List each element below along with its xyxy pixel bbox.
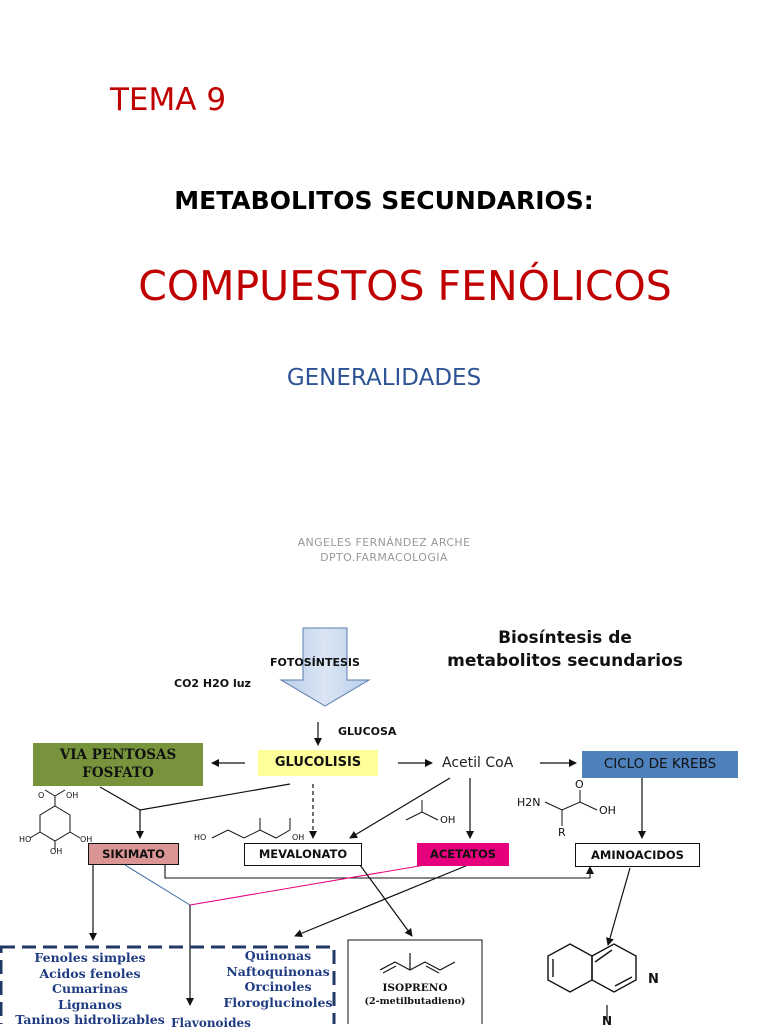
section-title: GENERALIDADES [286, 365, 482, 391]
mol-label-ho-1: HO [19, 835, 32, 844]
mol-label-oh-2: OH [80, 835, 93, 844]
list-item: Cumarinas [52, 981, 128, 996]
inputs-label: CO2 H2O luz [174, 677, 251, 690]
via-pentosas-line1: VIA PENTOSAS [59, 747, 177, 763]
shikimic-acid-molecule [29, 789, 81, 850]
isopreno-box [347, 939, 483, 1024]
list-item: Fenoles simples [34, 950, 146, 965]
photosynthesis-arrow [279, 627, 371, 707]
glucosa-label: GLUCOSA [338, 725, 397, 738]
mol-label-n-bottom: N [602, 1014, 613, 1028]
mevalonato-box: MEVALONATO [244, 843, 362, 866]
mol-label-oh-6: OH [599, 804, 616, 817]
mol-label-n: N [648, 972, 659, 987]
flavonoides-label: Flavonoides [171, 1016, 251, 1030]
isoquinoline-molecule [547, 943, 637, 993]
fotosintesis-label: FOTOSÍNTESIS [270, 656, 360, 669]
subtitle: METABOLITOS SECUNDARIOS: [174, 186, 594, 215]
diagram-title-line1: Biosíntesis de [498, 628, 632, 648]
sikimato-box: SIKIMATO [88, 843, 179, 865]
author-block: ANGELES FERNÁNDEZ ARCHE DPTO.FARMACOLOGI… [0, 535, 768, 565]
author-dept: DPTO.FARMACOLOGIA [320, 551, 448, 564]
mol-label-h2n: H2N [517, 796, 541, 809]
list-item: Acidos fenoles [39, 965, 141, 981]
list-item: Naftoquinonas [226, 963, 330, 979]
via-pentosas-box: VIA PENTOSAS FOSFATO [33, 743, 203, 786]
mevalonic-acid-molecule [211, 829, 291, 839]
author-name: ANGELES FERNÁNDEZ ARCHE [297, 536, 471, 549]
isopreno-label: ISOPRENO [382, 982, 448, 994]
tema-title: TEMA 9 [110, 82, 227, 118]
diagram-title-line2: metabolitos secundarios [447, 651, 683, 671]
main-title: COMPUESTOS FENÓLICOS [138, 262, 672, 310]
list-item: Orcinoles [244, 979, 312, 994]
list-mid: Quinonas Naftoquinonas Orcinoles Florogl… [210, 948, 346, 1010]
mol-label-o-1: O [38, 791, 45, 800]
mol-label-oh-5: OH [440, 815, 456, 826]
via-pentosas-line2: FOSFATO [82, 765, 154, 781]
mol-label-ho-2: HO [194, 833, 207, 842]
list-left: Fenoles simples Acidos fenoles Cumarinas… [2, 950, 178, 1028]
mol-label-oh-3: OH [50, 847, 63, 856]
amino-acid-molecule [544, 801, 598, 811]
acetil-coa-label: Acetil CoA [442, 755, 514, 771]
mol-label-oh-4: OH [292, 833, 305, 842]
aminoacidos-box: AMINOACIDOS [575, 843, 700, 867]
list-left-box [0, 945, 336, 1024]
isopreno-text: ISOPRENO (2-metilbutadieno) [348, 982, 482, 1008]
mol-label-o-2: O [575, 778, 584, 791]
list-item: Lignanos [58, 996, 122, 1012]
list-item: Taninos hidrolizables [15, 1012, 165, 1027]
mol-label-r: R [558, 826, 566, 839]
diagram-title: Biosíntesis de metabolitos secundarios [425, 627, 705, 673]
acetic-acid-molecule [405, 811, 439, 821]
mol-label-oh-1: OH [66, 791, 79, 800]
isopreno-sub: (2-metilbutadieno) [364, 996, 466, 1007]
acetatos-box: ACETATOS [417, 843, 509, 866]
glucolisis-box: GLUCOLISIS [258, 750, 378, 776]
list-item: Floroglucinoles [223, 994, 333, 1010]
ciclo-krebs-box: CICLO DE KREBS [582, 751, 738, 778]
list-item: Quinonas [244, 948, 312, 963]
